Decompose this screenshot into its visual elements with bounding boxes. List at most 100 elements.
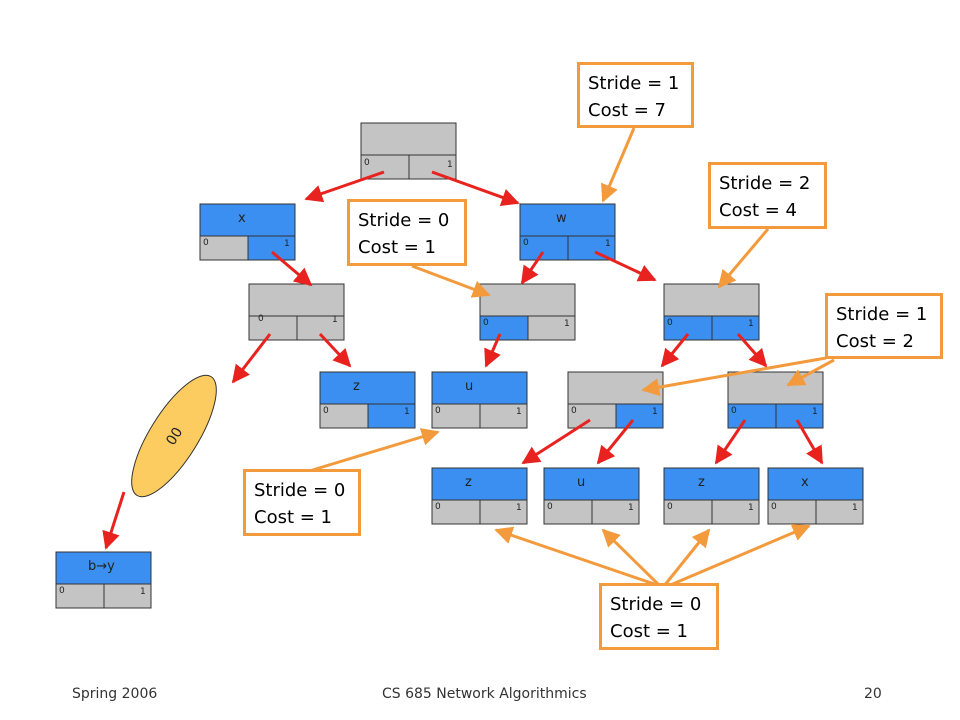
footer-course: CS 685 Network Algorithmics <box>382 686 587 702</box>
node-label: x <box>238 211 246 226</box>
bit-zero: 0 <box>435 502 441 512</box>
pointer-arrow <box>601 528 662 588</box>
callout-stride-2-cost-4: Stride = 2 Cost = 4 <box>708 162 827 229</box>
bit-zero: 0 <box>667 318 673 328</box>
edge-arrow <box>520 251 545 285</box>
trie-node-x2: x 0 1 <box>767 467 864 525</box>
edge-arrow <box>795 419 824 465</box>
bit-zero: 0 <box>571 406 577 416</box>
callout-cost: Cost = 7 <box>588 100 666 121</box>
bit-one: 1 <box>852 503 858 513</box>
bit-one: 1 <box>748 503 754 513</box>
trie-node-mid-left: 0 1 <box>248 283 345 341</box>
pointer-arrow <box>641 356 827 397</box>
edge-arrow <box>271 250 313 287</box>
bit-zero: 0 <box>258 314 264 324</box>
trie-node-z2: z 0 1 <box>431 467 528 525</box>
pointer-arrow <box>305 428 440 474</box>
edge-arrow <box>660 333 690 368</box>
callout-cost: Cost = 1 <box>254 507 332 528</box>
bit-zero: 0 <box>523 238 529 248</box>
edge-arrow <box>304 170 385 203</box>
callout-stride-1-cost-7: Stride = 1 Cost = 7 <box>577 62 694 128</box>
trie-node-level3-right: 0 1 <box>727 371 824 429</box>
bit-one: 1 <box>605 239 611 249</box>
callout-stride: Stride = 0 <box>254 480 346 501</box>
trie-node-w: w 0 1 <box>519 203 616 261</box>
callout-stride-1-cost-2: Stride = 1 Cost = 2 <box>825 293 943 359</box>
bit-one: 1 <box>404 407 410 417</box>
node-label: w <box>556 211 567 226</box>
callout-stride-0-cost-1-bottom: Stride = 0 Cost = 1 <box>599 583 719 650</box>
pointer-arrow <box>717 228 770 289</box>
bit-one: 1 <box>332 315 338 325</box>
edge-arrow <box>714 419 747 465</box>
edge-arrow <box>736 333 768 368</box>
edge-arrow <box>594 250 657 282</box>
callout-cost: Cost = 1 <box>610 621 688 642</box>
trie-node-x: x 0 1 <box>199 203 296 261</box>
callout-stride-0-cost-1-top: Stride = 0 Cost = 1 <box>347 199 467 266</box>
callout-cost: Cost = 4 <box>719 200 797 221</box>
bit-one: 1 <box>284 239 290 249</box>
bit-zero: 0 <box>323 406 329 416</box>
bit-one: 1 <box>140 587 146 597</box>
bit-one: 1 <box>628 503 634 513</box>
bit-one: 1 <box>564 319 570 329</box>
bit-zero: 0 <box>771 502 777 512</box>
callout-stride: Stride = 2 <box>719 173 811 194</box>
node-label: z <box>465 475 472 490</box>
node-label: b→y <box>88 559 115 574</box>
callout-cost: Cost = 2 <box>836 331 914 352</box>
trie-node-mid-right: 0 1 <box>663 283 760 341</box>
footer-date: Spring 2006 <box>72 686 158 702</box>
node-label: u <box>577 475 585 490</box>
bit-zero: 0 <box>59 586 65 596</box>
callout-stride-0-cost-1-left: Stride = 0 Cost = 1 <box>243 469 361 536</box>
bit-zero: 0 <box>364 158 370 168</box>
edge-arrow <box>231 333 272 384</box>
edge-arrow <box>431 170 520 206</box>
bit-zero: 0 <box>483 318 489 328</box>
callout-stride: Stride = 0 <box>610 594 702 615</box>
bit-zero: 0 <box>547 502 553 512</box>
trie-node-mid-center: 0 1 <box>479 283 576 341</box>
bit-zero: 0 <box>435 406 441 416</box>
bit-one: 1 <box>748 319 754 329</box>
pointer-arrow <box>662 528 711 587</box>
edge-arrow <box>521 418 591 465</box>
path-compression-ellipse: 00 <box>131 374 217 498</box>
edge-arrow <box>318 332 352 368</box>
trie-node-b-to-y: b→y 0 1 <box>55 551 152 609</box>
trie-node-z1: z 0 1 <box>319 371 416 429</box>
callout-stride: Stride = 1 <box>588 73 680 94</box>
callout-stride: Stride = 0 <box>358 210 450 231</box>
trie-node-z3: z 0 1 <box>663 467 760 525</box>
callout-cost: Cost = 1 <box>358 237 436 258</box>
bit-one: 1 <box>652 407 658 417</box>
callout-pointers <box>305 127 835 588</box>
node-label: u <box>465 379 473 394</box>
pointer-arrow <box>494 526 661 588</box>
bit-zero: 0 <box>731 406 737 416</box>
bit-one: 1 <box>516 407 522 417</box>
edge-arrow <box>102 491 126 550</box>
trie-node-u1: u 0 1 <box>431 371 528 429</box>
edge-arrow <box>484 333 502 368</box>
bit-one: 1 <box>447 160 453 170</box>
node-label: z <box>353 379 360 394</box>
trie-node-root: 0 1 <box>360 122 457 180</box>
node-label: x <box>801 475 809 490</box>
pointer-arrow <box>601 127 636 203</box>
pointer-arrow <box>786 358 835 387</box>
callout-stride: Stride = 1 <box>836 304 928 325</box>
bit-one: 1 <box>516 503 522 513</box>
bit-one: 1 <box>812 407 818 417</box>
bit-zero: 0 <box>203 238 209 248</box>
pointer-arrow <box>411 264 491 298</box>
footer-page-number: 20 <box>864 686 882 702</box>
node-label: z <box>698 475 705 490</box>
pointer-arrow <box>667 524 811 588</box>
bit-zero: 0 <box>667 502 673 512</box>
